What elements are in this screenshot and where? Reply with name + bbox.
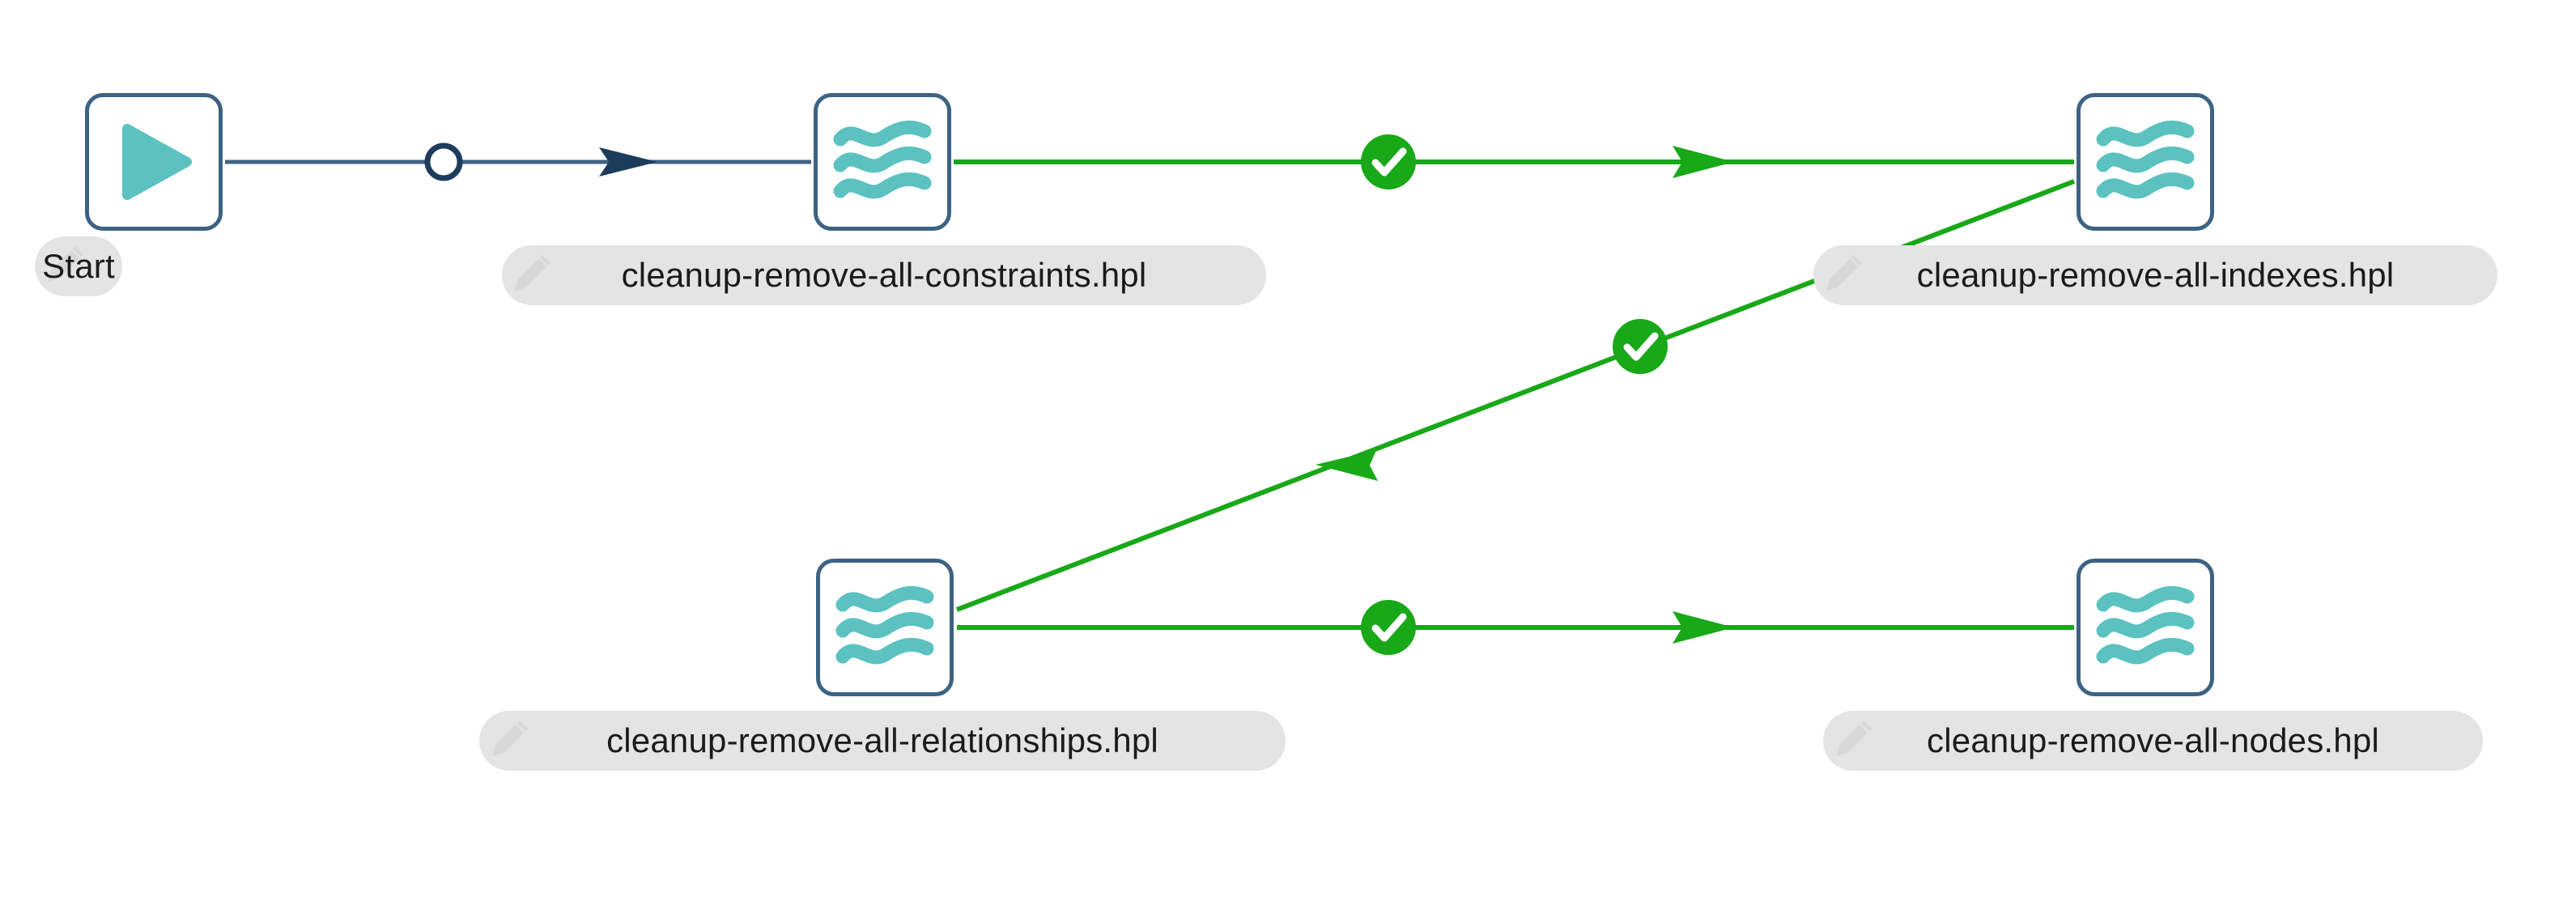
status-badge-success	[1361, 134, 1416, 189]
node-label-start[interactable]: Start	[35, 236, 122, 296]
node-cleanup-remove-all-relationships[interactable]	[816, 559, 954, 696]
pencil-icon	[1836, 721, 1872, 756]
node-label-text: cleanup-remove-all-nodes.hpl	[1927, 721, 2379, 759]
status-badge-success	[1361, 600, 1416, 655]
pipeline-waves-icon	[833, 120, 932, 199]
pencil-icon	[1826, 255, 1862, 291]
pipeline-waves-icon	[2096, 585, 2195, 665]
check-icon	[1623, 332, 1659, 361]
arrowhead-icon	[1316, 450, 1378, 481]
check-icon	[1371, 147, 1407, 176]
hop-circle-icon	[424, 142, 463, 181]
pencil-icon	[48, 246, 83, 282]
pipeline-waves-icon	[2096, 120, 2195, 199]
node-start[interactable]	[85, 93, 223, 231]
pencil-icon	[515, 255, 550, 291]
node-cleanup-remove-all-nodes[interactable]	[2077, 559, 2214, 696]
node-label-text: cleanup-remove-all-relationships.hpl	[606, 721, 1158, 759]
arrowhead-icon	[599, 147, 657, 176]
node-cleanup-remove-all-constraints[interactable]	[814, 93, 951, 231]
play-icon	[122, 124, 192, 200]
node-label-text: cleanup-remove-all-constraints.hpl	[621, 256, 1147, 294]
arrowhead-icon	[1673, 611, 1734, 644]
node-cleanup-remove-all-indexes[interactable]	[2077, 93, 2214, 231]
edge-start-to-constraints[interactable]	[225, 142, 811, 181]
node-label-cleanup-remove-all-indexes[interactable]: cleanup-remove-all-indexes.hpl	[1813, 245, 2497, 305]
node-label-cleanup-remove-all-nodes[interactable]: cleanup-remove-all-nodes.hpl	[1823, 711, 2483, 771]
check-icon	[1371, 613, 1407, 642]
node-label-text: Start	[42, 247, 115, 285]
node-label-cleanup-remove-all-relationships[interactable]: cleanup-remove-all-relationships.hpl	[479, 711, 1286, 771]
pencil-icon	[492, 721, 528, 756]
edge-constraints-to-indexes[interactable]	[954, 134, 2074, 189]
arrowhead-icon	[1673, 146, 1734, 178]
pipeline-waves-icon	[835, 585, 934, 665]
node-label-cleanup-remove-all-constraints[interactable]: cleanup-remove-all-constraints.hpl	[502, 245, 1266, 305]
status-badge-success	[1613, 319, 1668, 374]
edge-relationships-to-nodes[interactable]	[957, 600, 2074, 655]
node-label-text: cleanup-remove-all-indexes.hpl	[1916, 256, 2395, 294]
